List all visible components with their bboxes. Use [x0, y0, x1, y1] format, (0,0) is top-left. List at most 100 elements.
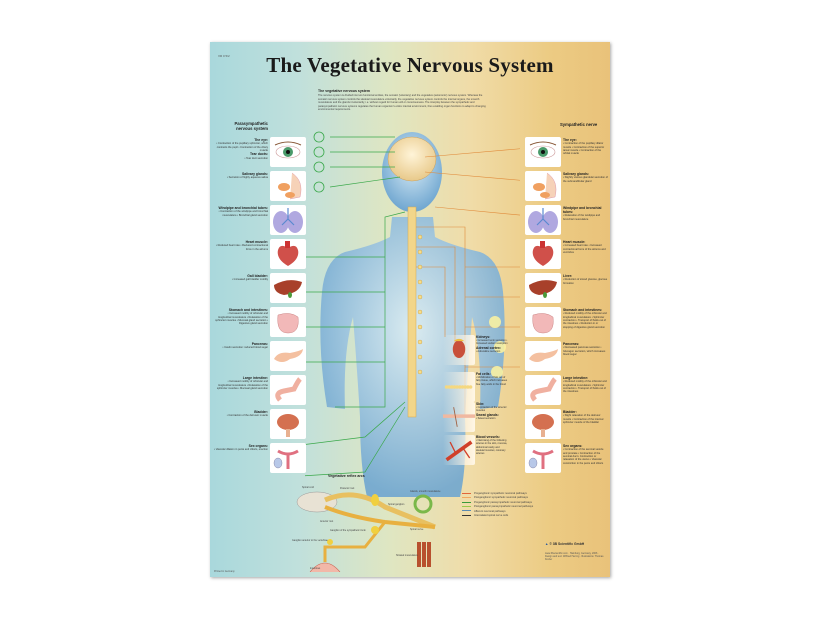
- organ-effects: • Vascular dilation in penis and clitori…: [214, 448, 268, 452]
- organ-title: Gall bladder:: [247, 274, 268, 278]
- organ-title: Heart muscle:: [245, 240, 268, 244]
- organ-title: Sex organs:: [563, 444, 583, 448]
- organ-title: Pancreas:: [563, 342, 580, 346]
- organ-title: Bladder:: [254, 410, 268, 414]
- organ-sub-effects: • Adrenaline secretion: [476, 349, 501, 353]
- bladder-icon: [277, 414, 299, 437]
- legend-label: Intercalated spinal nerve cells: [474, 514, 509, 518]
- organ-effects: • Contraction of the windpipe and bronch…: [218, 210, 268, 217]
- poster: VR 0 5/2 The Vegetative Nervous System T…: [210, 42, 610, 577]
- sympathetic-heading: Sympathetic nerve: [560, 122, 598, 127]
- legend-entry: Preganglionic parasympathetic neuronal p…: [462, 501, 533, 505]
- imprint: www.3bscientific.com · Hamburg, Germany,…: [545, 552, 604, 562]
- legend-entry: Intercalated spinal nerve cells: [462, 514, 533, 518]
- left-organ-image-pancreas: [270, 341, 306, 371]
- organ-title: Large intestine:: [563, 376, 589, 380]
- organ-effects: • Reduced heart rate • Reduced contracti…: [216, 244, 268, 251]
- poster-title: The Vegetative Nervous System: [266, 53, 554, 77]
- organ-title: The eye:: [254, 138, 268, 142]
- right-organ-label: Sex organs:• Contraction of the seminal …: [563, 444, 608, 465]
- right-organ-image-liver: [525, 273, 561, 303]
- organ-title: Skin:: [476, 402, 485, 406]
- right-organ-image-lungs: [525, 205, 561, 235]
- right-organ-image-pancreas: [525, 341, 561, 371]
- organ-effects: • Contraction of the pupillary dilator m…: [563, 142, 605, 156]
- left-organ-label: Large intestine:• Increased motility of …: [214, 376, 268, 390]
- lungs-icon: [273, 208, 303, 233]
- left-organ-label: Bladder:• Contraction of the detrusor mu…: [214, 410, 268, 418]
- right-organ-label: The eye:• Contraction of the pupillary d…: [563, 138, 608, 156]
- organ-effects: • Narrowing of the following arteries in…: [476, 439, 508, 456]
- intro-text: The nervous system is divided into two f…: [318, 94, 486, 112]
- organ-subtitle: Adrenal cortex:: [476, 345, 501, 350]
- left-organ-image-lungs: [270, 205, 306, 235]
- poster-code: VR 0 5/2: [218, 54, 230, 58]
- heart-icon: [277, 241, 299, 266]
- right-organ-label: Heart muscle:• Increased heart rate • In…: [563, 240, 608, 254]
- stomach-icon: [277, 313, 299, 334]
- reflex-label: Glands, smooth musculature: [410, 490, 441, 493]
- left-organ-image-eye: [270, 137, 306, 167]
- right-organ-label: Pancreas:• Decreased pancreas secretion …: [563, 342, 608, 356]
- right-organ-image-sex-organs: [525, 443, 561, 473]
- legend-swatch: [462, 506, 471, 508]
- left-organ-image-bladder: [270, 409, 306, 439]
- legend-entry: Afferent neuronal pathways: [462, 510, 533, 514]
- right-organ-image-stomach: [525, 307, 561, 337]
- organ-title: Bladder:: [563, 410, 577, 414]
- organ-title: Stomach and intestines:: [228, 308, 268, 312]
- middle-organ-label: Blood vessels:• Narrowing of the followi…: [476, 435, 508, 455]
- right-organ-label: Large intestine:• Reduced motility of th…: [563, 376, 608, 394]
- organ-effects: • Decreased pancreas secretion • Glucago…: [563, 346, 606, 357]
- organ-title: Pancreas:: [251, 342, 268, 346]
- salivary-glands-icon: [278, 172, 302, 200]
- organ-effects: • Increased gall bladder motility: [232, 278, 268, 282]
- reflex-label: Spinal cord: [302, 486, 314, 489]
- heart-icon: [532, 241, 554, 266]
- left-organ-image-heart: [270, 239, 306, 269]
- organ-title: Salivary glands:: [241, 172, 268, 176]
- reflex-label: Anterior root: [320, 520, 334, 523]
- parasympathetic-heading: Parasympathetic nervous system: [234, 121, 268, 132]
- intro-heading: The vegetative nervous system: [318, 89, 370, 93]
- organ-sub-effects: • Tear duct secretion: [244, 156, 269, 160]
- sympathetic-trunk-ganglia: [417, 234, 423, 375]
- publisher-logo-icon: ▲: [545, 542, 550, 546]
- left-organ-label: Gall bladder:• Increased gall bladder mo…: [214, 274, 268, 282]
- head-ganglia: [313, 131, 325, 193]
- organ-effects: • Increased motility of orbicular and lo…: [215, 312, 268, 326]
- reflex-label: Striated musculature: [396, 554, 418, 557]
- organ-title: Sex organs:: [248, 444, 268, 448]
- legend-swatch: [462, 492, 471, 494]
- middle-organ-label: Fat cells:• Mobilization of fats out of …: [476, 372, 508, 386]
- sympathetic-pathways: [416, 148, 520, 417]
- reflex-legend: Preganglionic sympathetic neuronal pathw…: [462, 492, 533, 518]
- right-organ-image-salivary-glands: [525, 171, 561, 201]
- organ-effects: • Slightly viscous glandular secretion o…: [563, 176, 608, 183]
- right-organ-label: Salivary glands:• Slightly viscous gland…: [563, 172, 608, 183]
- right-organ-image-bladder: [525, 409, 561, 439]
- organ-effects: • Contraction of the detrusor muscle: [226, 414, 268, 418]
- organ-effects: • Reduced motility of the orbicular and …: [563, 380, 607, 394]
- organ-effects: • Increased renin secretion • Increased …: [476, 339, 508, 346]
- footnote: Printed in Germany: [214, 569, 235, 573]
- eye-icon: [529, 141, 557, 159]
- left-organ-image-large-intestine: [270, 375, 306, 405]
- organ-effects: • Secretion of highly aqueous saliva: [227, 176, 268, 180]
- middle-organ-image: [443, 402, 475, 432]
- sex-organs-icon: [273, 449, 299, 469]
- left-organ-label: Salivary glands:• Secretion of highly aq…: [214, 172, 268, 180]
- organ-title: Fat cells:: [476, 372, 491, 376]
- parasympathetic-pathways: [305, 136, 406, 477]
- reflex-label: Intestines: [310, 567, 321, 570]
- legend-entry: Postganglionic sympathetic neuronal path…: [462, 496, 533, 500]
- legend-label: Postganglionic sympathetic neuronal path…: [474, 496, 528, 500]
- legend-swatch: [462, 497, 471, 499]
- left-organ-image-salivary-glands: [270, 171, 306, 201]
- brain-icon: [387, 136, 437, 182]
- organ-effects: • Increased motility of orbicular and lo…: [216, 380, 268, 391]
- legend-swatch: [462, 510, 471, 512]
- legend-swatch: [462, 514, 471, 516]
- pancreas-icon: [529, 349, 558, 362]
- right-organ-label: Stomach and intestines:• Reduced motilit…: [563, 308, 608, 329]
